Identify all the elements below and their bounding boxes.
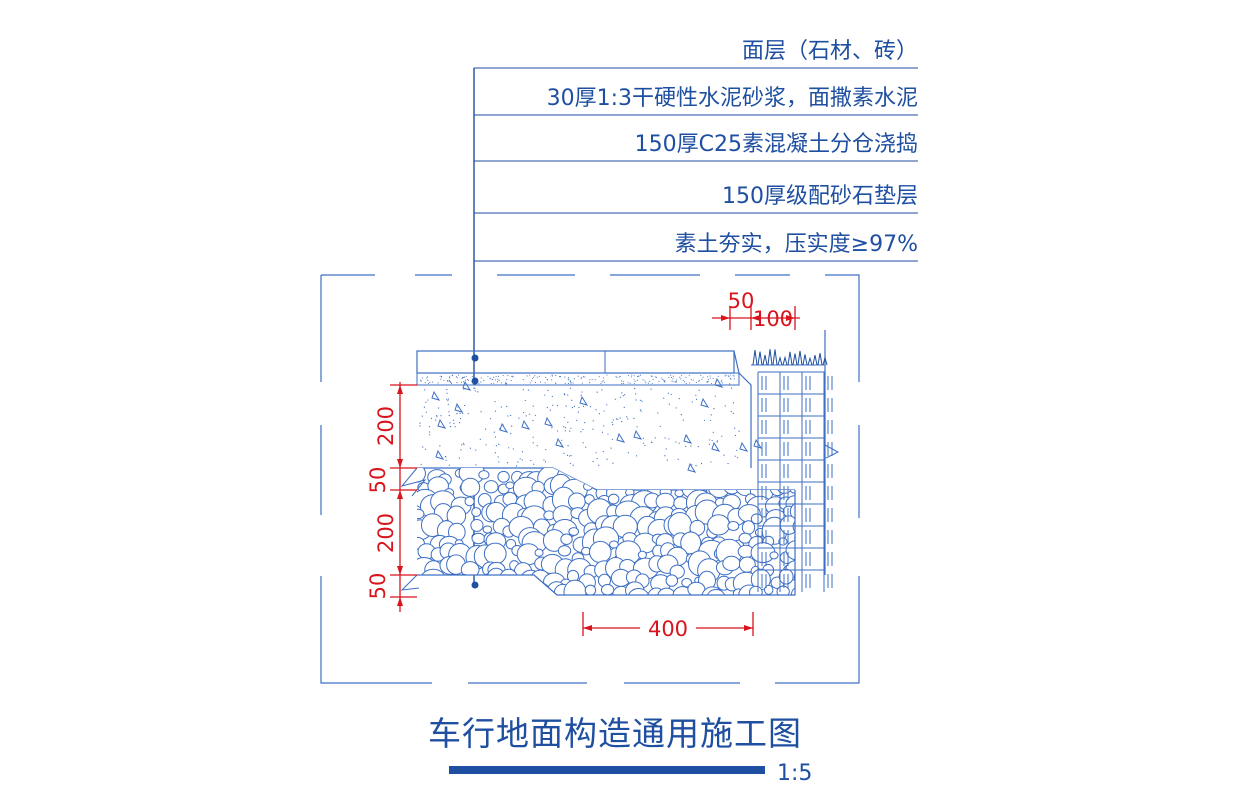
dim-left-50-upper: 50 — [366, 467, 390, 494]
annotation-surface-layer: 面层（石材、砖） — [742, 39, 918, 64]
break-lines — [400, 467, 427, 591]
gravel-layer — [417, 468, 796, 596]
concrete-layer — [417, 377, 795, 491]
annotation-mortar-layer: 30厚1:3干硬性水泥砂浆，面撒素水泥 — [547, 86, 918, 111]
annotation-concrete-layer: 150厚C25素混凝土分仓浇捣 — [635, 132, 918, 157]
title-underline-bar — [449, 766, 765, 774]
dim-left-200-upper: 200 — [374, 406, 398, 446]
annotation-soil-layer: 素土夯实，压实度≥97% — [675, 232, 918, 257]
drawing-scale: 1:5 — [777, 761, 812, 786]
soil-edge — [751, 330, 840, 592]
dim-bottom-400: 400 — [648, 617, 688, 641]
drawing-title: 车行地面构造通用施工图 — [428, 714, 802, 753]
annotation-leader: 面层（石材、砖） 30厚1:3干硬性水泥砂浆，面撒素水泥 150厚C25素混凝土… — [471, 39, 918, 589]
dim-left-50-lower: 50 — [366, 573, 390, 600]
dimension-lines: 50 100 200 50 200 50 400 — [366, 289, 800, 641]
title-block: 车行地面构造通用施工图 1:5 — [428, 714, 812, 786]
dim-left-200-lower: 200 — [374, 513, 398, 553]
annotation-gravel-layer: 150厚级配砂石垫层 — [722, 184, 918, 209]
dim-top-100: 100 — [753, 307, 793, 331]
leader-dot-1 — [471, 354, 479, 362]
leader-dot-5 — [471, 581, 479, 589]
leader-dot-2 — [471, 377, 479, 385]
section-frame — [320, 274, 860, 684]
dim-top-50: 50 — [728, 289, 755, 313]
surface-layer — [416, 350, 752, 468]
